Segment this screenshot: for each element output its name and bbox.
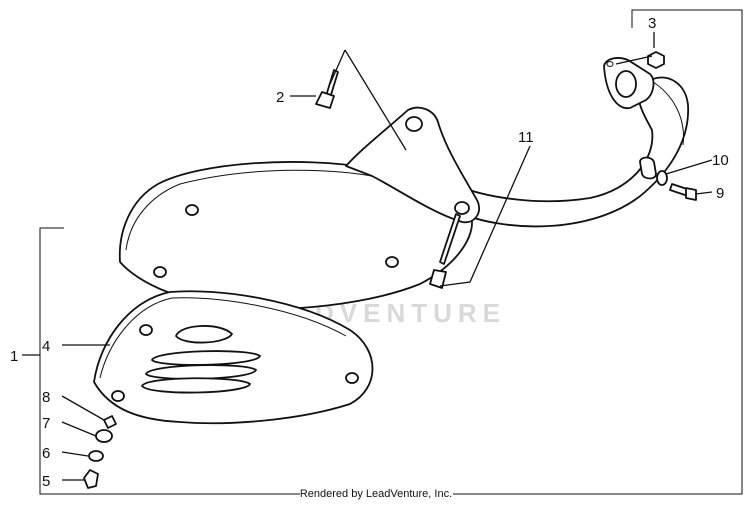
nut-part-3 — [647, 51, 665, 69]
callout-4: 4 — [42, 338, 50, 355]
callouts: 1 2 3 4 5 6 7 8 9 10 11 — [10, 15, 729, 490]
callout-2: 2 — [276, 89, 284, 106]
leader-lines — [22, 32, 713, 481]
muffler-body — [118, 106, 480, 311]
exhaust-pipe — [451, 57, 689, 228]
callout-9: 9 — [716, 185, 724, 202]
heat-shield — [93, 290, 374, 425]
hardware-stack — [83, 415, 117, 489]
callout-10: 10 — [712, 152, 729, 169]
bushing-part-10 — [639, 156, 668, 186]
callout-11: 11 — [518, 129, 534, 146]
callout-5: 5 — [42, 473, 50, 490]
callout-1: 1 — [10, 348, 18, 365]
bolt-part-2 — [315, 69, 339, 109]
bolt-part-9 — [669, 183, 697, 201]
assembly-frame — [39, 9, 743, 495]
callout-7: 7 — [42, 415, 50, 432]
footer-credit: Rendered by LeadVenture, Inc. — [300, 488, 452, 500]
bolt-part-11 — [429, 213, 461, 289]
callout-6: 6 — [42, 445, 50, 462]
callout-8: 8 — [42, 389, 50, 406]
callout-3: 3 — [648, 15, 656, 32]
